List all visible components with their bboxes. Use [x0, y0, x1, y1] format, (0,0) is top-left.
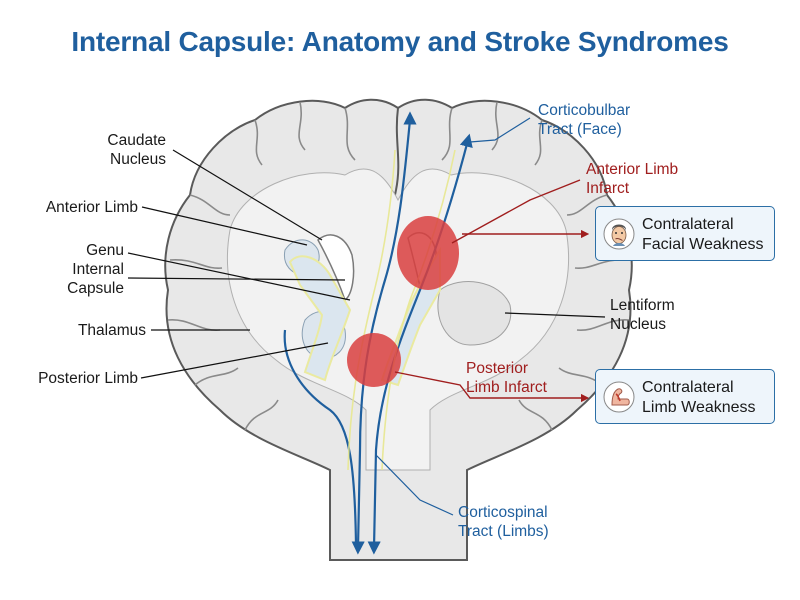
limb-weakness-box: Contralateral Limb Weakness	[595, 369, 775, 424]
arm-icon	[603, 381, 635, 413]
leader-lines-blue	[375, 117, 531, 516]
posterior-limb-infarct-label: Posterior Limb Infarct	[466, 360, 547, 396]
caudate-nucleus-label: Caudate Nucleus	[107, 132, 166, 168]
page-title: Internal Capsule: Anatomy and Stroke Syn…	[71, 26, 729, 57]
thalamus-label: Thalamus	[77, 322, 146, 339]
facial-weakness-box: Contralateral Facial Weakness	[595, 206, 775, 261]
face-icon	[603, 218, 635, 250]
tract-left-arc	[283, 329, 358, 546]
anterior-limb-label: Anterior Limb	[45, 199, 138, 216]
genu-internal-capsule-label: Genu Internal Capsule	[67, 242, 124, 297]
posterior-limb-infarct-area	[347, 333, 401, 387]
corticospinal-tract-line	[367, 133, 473, 555]
tracts	[283, 111, 473, 555]
leader-lines-left	[127, 149, 351, 379]
cortex-folds	[167, 101, 630, 431]
facial-weakness-text: Contralateral Facial Weakness	[642, 216, 764, 253]
lentiform-nucleus-label: Lentiform Nucleus	[610, 297, 675, 333]
anterior-limb-infarct-label: Anterior Limb Infarct	[586, 161, 679, 197]
anterior-limb-infarct-area	[397, 216, 459, 290]
limb-weakness-text: Contralateral Limb Weakness	[642, 379, 756, 416]
internal-capsule-left	[288, 255, 352, 382]
leader-lines-right	[504, 312, 606, 318]
corticospinal-tract-label: Corticospinal Tract (Limbs)	[458, 504, 549, 540]
lentiform-nucleus-right	[437, 281, 512, 346]
corticobulbar-tract-label: Corticobulbar Tract (Face)	[538, 102, 631, 138]
posterior-limb-label: Posterior Limb	[38, 370, 138, 387]
lateral-ventricle-left	[317, 234, 355, 302]
leader-lines-red	[394, 179, 590, 403]
